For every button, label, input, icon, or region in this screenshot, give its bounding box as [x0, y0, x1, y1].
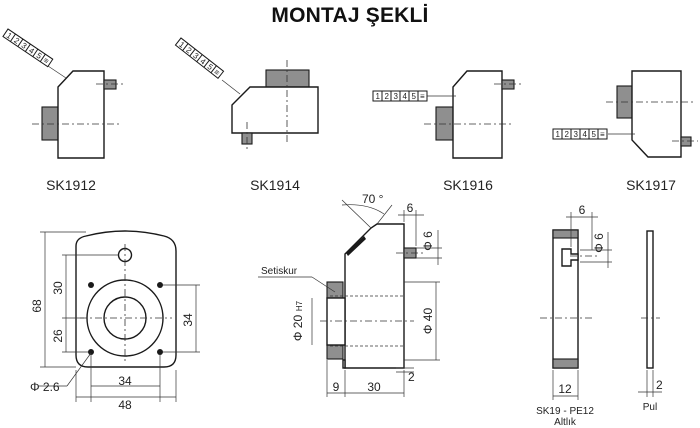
sk1914-body: [231, 86, 319, 134]
base-top-block: [552, 229, 579, 239]
sk1914-digit-mark: ≡: [212, 67, 221, 77]
sk1916-mount-block: [435, 106, 454, 141]
sk1914-label: SK1914: [250, 177, 300, 193]
sk1917-label: SK1917: [626, 177, 676, 193]
sk1916-digit-2: 2: [385, 92, 390, 101]
sk1917-digit-mark: ≡: [600, 130, 605, 139]
sk1912-shaft: [103, 79, 117, 90]
sk1916-digit-1: 1: [376, 92, 381, 101]
sk1916-digit-5: 5: [412, 92, 417, 101]
base-caption: SK19 - PE12: [536, 406, 594, 417]
base-slot: [561, 248, 579, 267]
base-caption-altlik: Altlık: [554, 417, 577, 428]
front-hole-br: [157, 349, 163, 355]
sk1914-digit-2: 2: [184, 45, 193, 55]
dim-depth-30: 30: [367, 380, 381, 394]
front-hole-bl: [88, 349, 94, 355]
sk1916-digit-mark: ≡: [420, 92, 425, 101]
sk1917-digit-3: 3: [574, 130, 579, 139]
washer-caption: Pul: [643, 402, 657, 413]
sk1912-label: SK1912: [46, 177, 96, 193]
dim-top-6: 6: [407, 201, 414, 215]
dim-68: 68: [30, 299, 44, 313]
base-dim-shaft: Φ 6: [592, 233, 606, 253]
dim-bore-tol: H7: [295, 300, 304, 311]
sk1914-scale-tag: 1 2 3 4 5 ≡: [174, 37, 225, 80]
sk1916-shaft: [501, 79, 515, 90]
base-bottom-block: [552, 358, 579, 369]
dim-bore-dia: Φ 20: [291, 315, 305, 342]
sk1912-digit-5: 5: [35, 51, 44, 61]
sk1912-digit-2: 2: [12, 36, 21, 46]
setiskur-label: Setiskur: [261, 266, 298, 277]
dim-48: 48: [118, 398, 132, 412]
dim-hole-dia: Φ 2.6: [30, 380, 60, 394]
washer-dim-2: 2: [656, 378, 663, 392]
dim-34-bottom: 34: [118, 374, 132, 388]
side-view: 70 ° Setiskur 6 Φ 6 Φ 40 Φ 20 H7 9 30 2: [258, 192, 442, 397]
sk1916-digit-3: 3: [394, 92, 399, 101]
sk1914-mount-block: [265, 69, 310, 88]
sk1917-digit-5: 5: [592, 130, 597, 139]
view-sk1916: 1 2 3 4 5 ≡ SK1916: [372, 70, 524, 193]
sk1914-digit-1: 1: [177, 40, 186, 50]
base-dim-12: 12: [558, 382, 572, 396]
side-lip: [342, 359, 346, 369]
view-sk1912: 1 2 3 4 5 ≡ SK1912: [2, 28, 126, 193]
base-dim-6: 6: [579, 203, 586, 217]
sk1914-digit-5: 5: [205, 62, 214, 72]
dim-30: 30: [51, 281, 65, 295]
sk1917-digit-2: 2: [565, 130, 570, 139]
sk1917-digit-1: 1: [556, 130, 561, 139]
sk1916-digit-4: 4: [403, 92, 408, 101]
dim-34-right: 34: [181, 313, 195, 327]
sk1912-digit-1: 1: [5, 31, 14, 41]
dim-depth-9: 9: [333, 380, 340, 394]
sk1912-digit-4: 4: [27, 46, 36, 56]
sk1912-digit-3: 3: [20, 41, 29, 51]
washer-view: 2 Pul: [638, 230, 663, 413]
sk1916-scale-tag: 1 2 3 4 5 ≡: [372, 90, 428, 102]
sk1916-body: [452, 70, 503, 159]
sk1912-digit-mark: ≡: [42, 56, 51, 66]
sk1912-body: [57, 70, 105, 159]
front-hole-tl: [88, 282, 94, 288]
page-title: MONTAJ ŞEKLİ: [271, 4, 429, 27]
dim-bottom-2: 2: [408, 370, 415, 384]
sk1917-shaft: [680, 136, 692, 147]
dim-angle: 70 °: [362, 192, 384, 206]
front-view: 68 30 26 34 34 48 Φ 2.6: [30, 230, 200, 412]
sk1916-label: SK1916: [443, 177, 493, 193]
dim-shaft-dia: Φ 6: [421, 231, 435, 251]
sk1917-body: [631, 70, 682, 158]
view-sk1917: 1 2 3 4 5 ≡ SK1917: [552, 70, 698, 193]
side-flange: [326, 297, 346, 346]
sk1917-scale-tag: 1 2 3 4 5 ≡: [552, 128, 608, 140]
sk1917-digit-4: 4: [583, 130, 588, 139]
sk1914-digit-3: 3: [191, 51, 200, 61]
side-cable-gland: [346, 236, 366, 256]
view-sk1914: 1 2 3 4 5 ≡ SK1914: [174, 37, 319, 193]
side-bottom-block: [326, 344, 344, 360]
dim-body-dia: Φ 40: [421, 308, 435, 335]
sk1914-digit-4: 4: [198, 57, 207, 67]
sk1912-mount-block: [41, 106, 59, 141]
sk1912-scale-tag: 1 2 3 4 5 ≡: [2, 28, 54, 68]
base-view: 6 Φ 6 12 SK19 - PE12 Altlık: [536, 203, 612, 428]
front-hole-tr: [157, 282, 163, 288]
dim-26: 26: [51, 329, 65, 343]
washer-body: [646, 230, 654, 369]
